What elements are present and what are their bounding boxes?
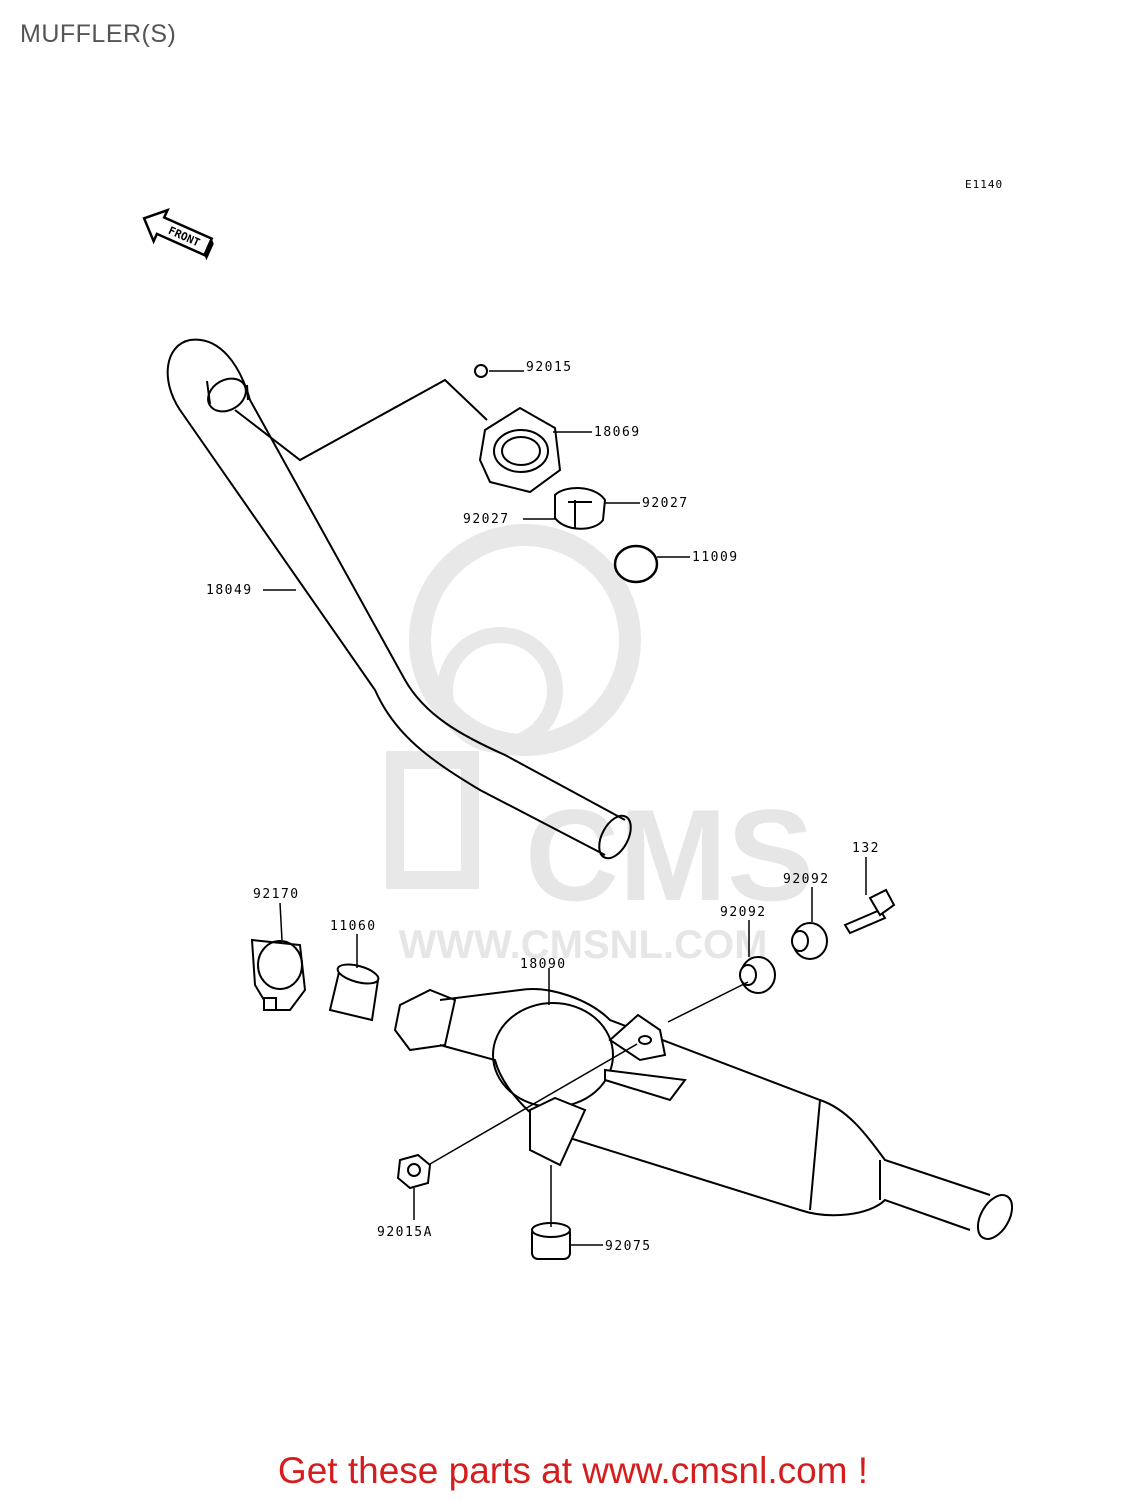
part-labels: 92015 18069 92027 92027 11009 18049 132 … (206, 360, 880, 1254)
watermark-brand: CMS (525, 782, 814, 928)
bolt-132 (843, 888, 896, 935)
damper-92075 (531, 1222, 571, 1260)
part-label: 18090 (520, 957, 567, 972)
front-arrow-icon: FRONT (142, 208, 214, 261)
exhaust-pipe-18049 (166, 338, 632, 860)
page-title: MUFFLER(S) (20, 20, 177, 48)
part-label: 92092 (720, 905, 767, 920)
part-label: 132 (852, 841, 880, 856)
muffler-18090 (393, 988, 1014, 1240)
parts-diagram: CMS WWW.CMSNL.COM FRONT (142, 208, 1014, 1260)
part-label: 11060 (330, 919, 377, 934)
part-label: 92027 (463, 512, 510, 527)
split-keeper-92027 (554, 487, 607, 530)
part-label: 18069 (594, 425, 641, 440)
watermark: CMS WWW.CMSNL.COM (386, 524, 814, 967)
watermark-url: WWW.CMSNL.COM (399, 923, 768, 967)
footer-link[interactable]: Get these parts at www.cmsnl.com ! (277, 1450, 869, 1491)
part-label: 11009 (692, 550, 739, 565)
part-label: 92092 (783, 872, 830, 887)
part-label: 92170 (253, 887, 300, 902)
leader-lines (263, 370, 867, 1246)
exhaust-holder-18069 (474, 364, 562, 494)
part-label: 92015 (526, 360, 573, 375)
sleeve-11060 (328, 963, 380, 1022)
gasket-ring-11009 (613, 544, 659, 584)
clamp-92170 (250, 938, 307, 1011)
nut-92015A (396, 1153, 432, 1190)
part-label: 18049 (206, 583, 253, 598)
part-label: 92075 (605, 1239, 652, 1254)
part-label: 92027 (642, 496, 689, 511)
grommet-92092 (739, 922, 828, 994)
part-label: 92015A (377, 1225, 433, 1240)
diagram-code: E1140 (965, 178, 1004, 191)
